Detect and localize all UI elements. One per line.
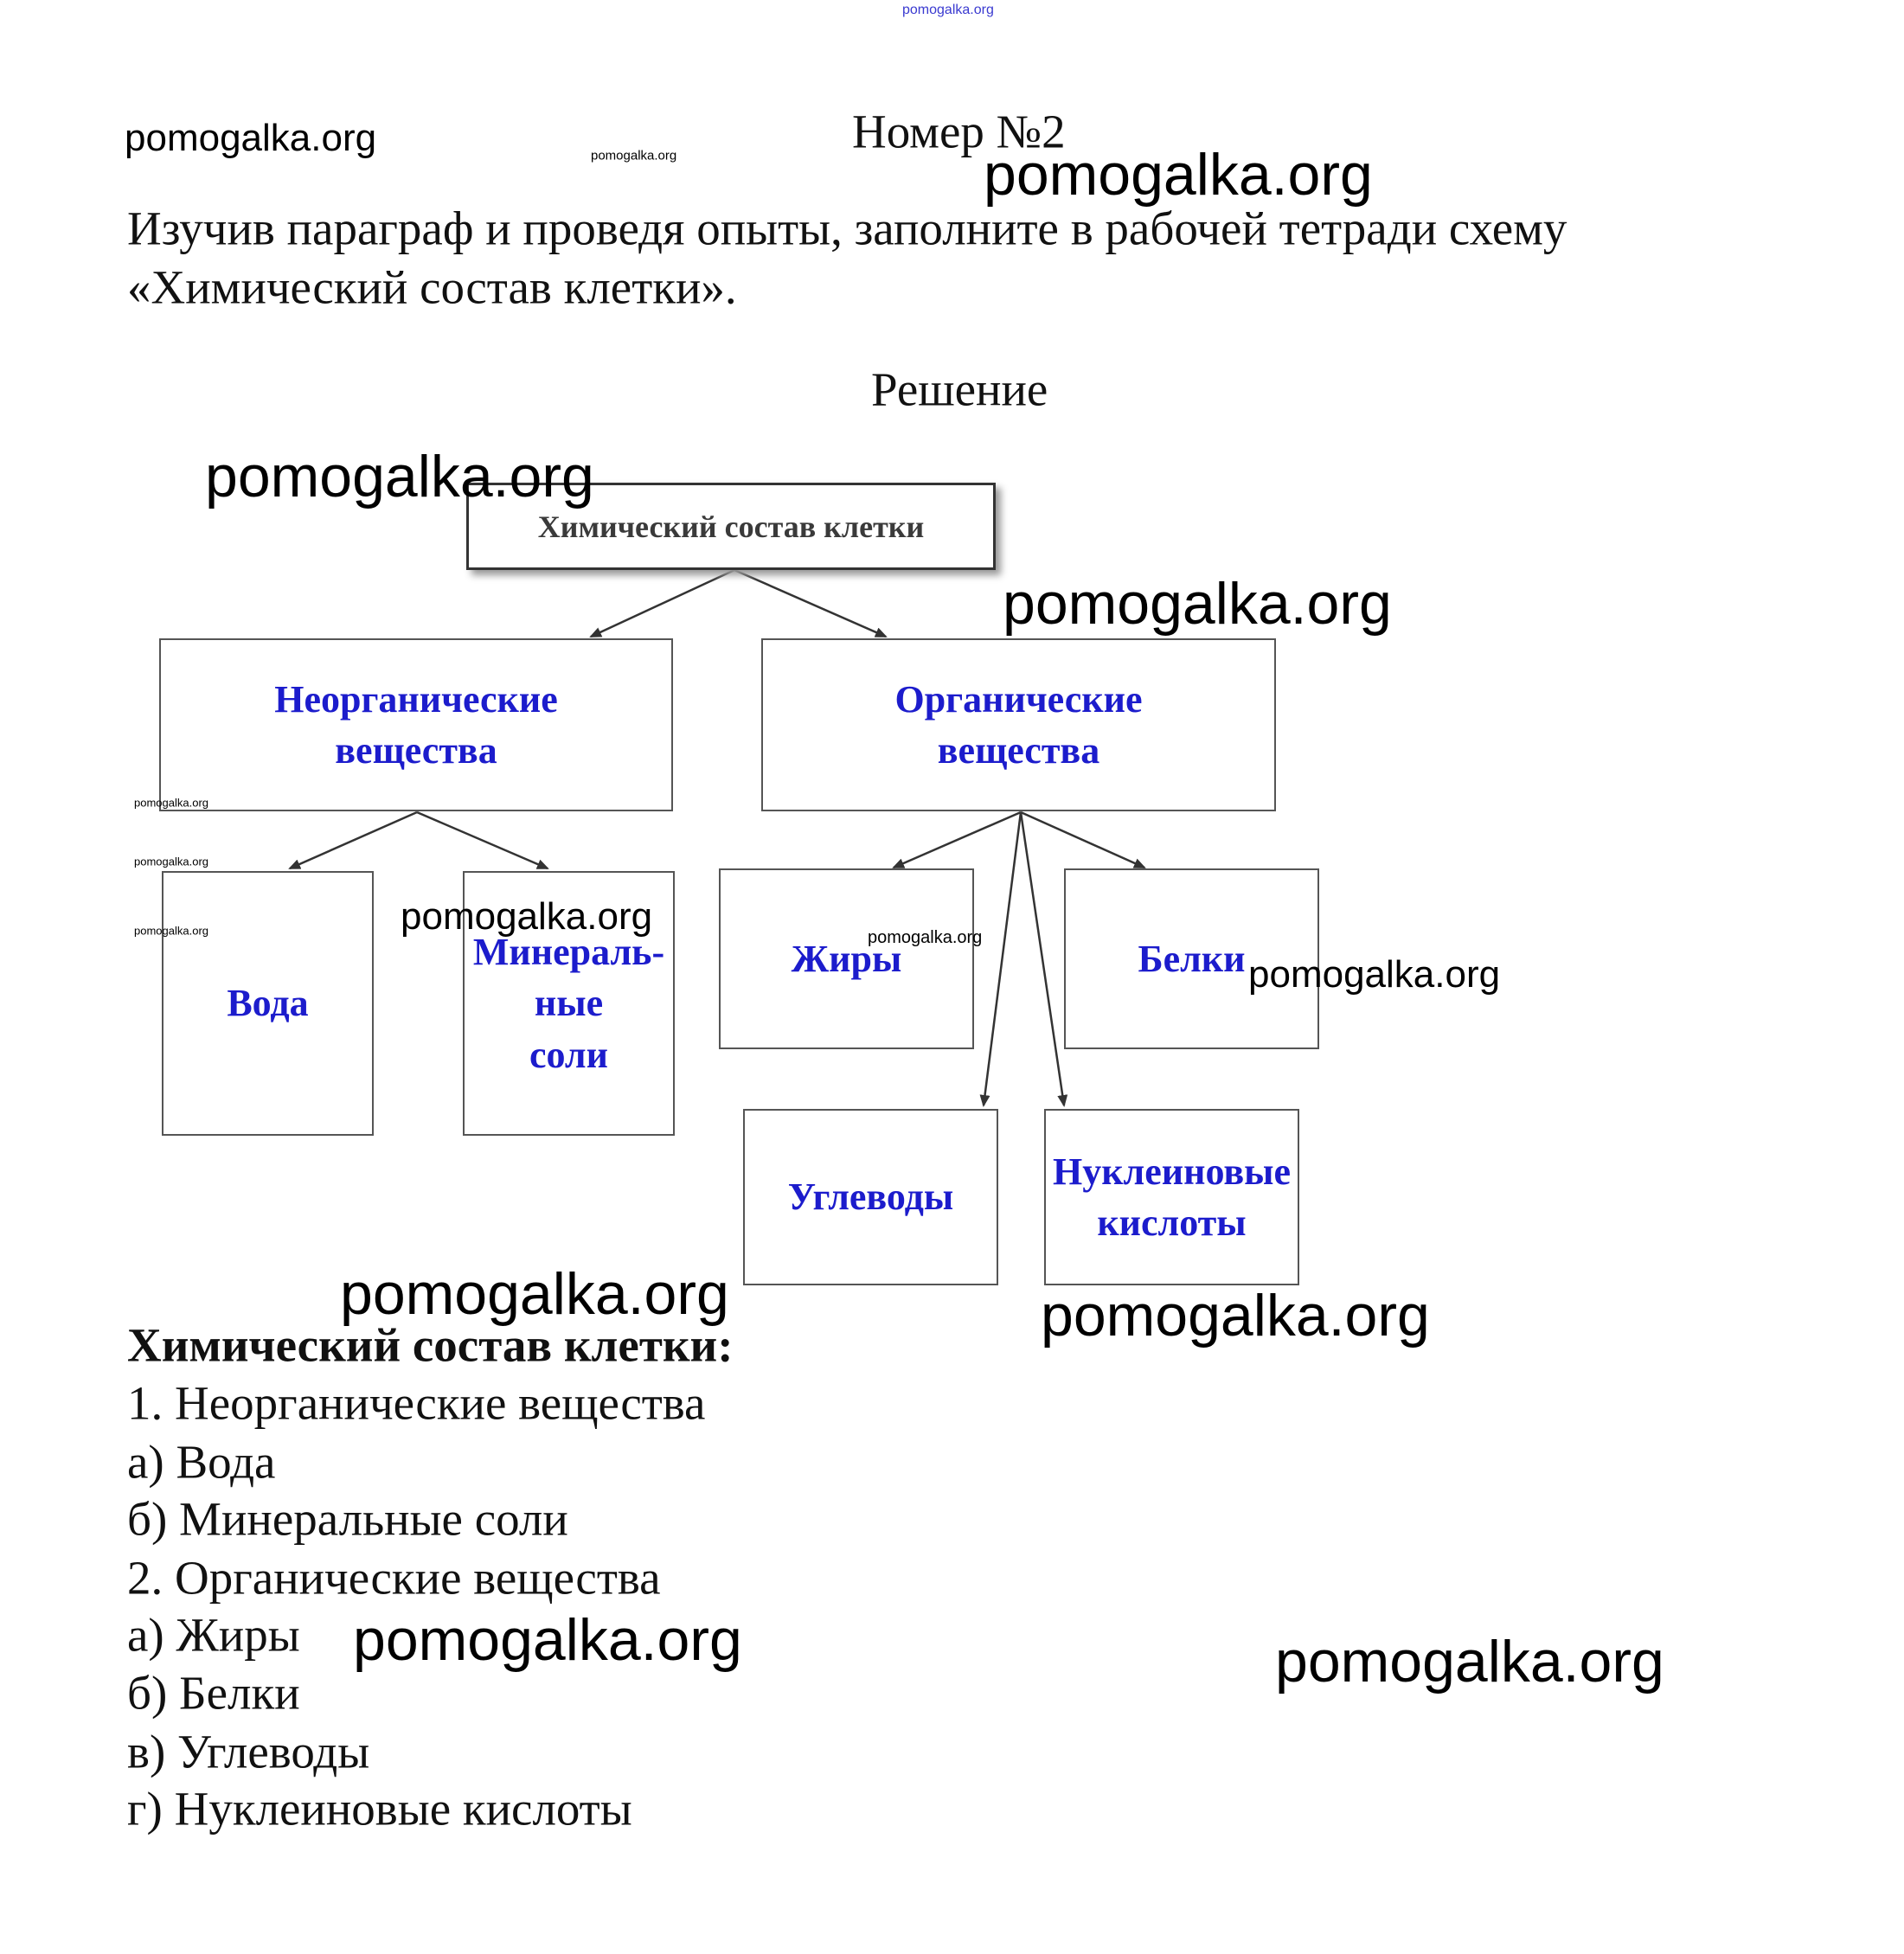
proteins-box: Белки	[1064, 868, 1319, 1049]
watermark: pomogalka.org	[868, 928, 983, 947]
answer-line: в) Углеводы	[127, 1725, 370, 1778]
arrow	[734, 568, 888, 638]
watermark: pomogalka.org	[401, 895, 653, 938]
watermark: pomogalka.org	[902, 3, 994, 17]
watermark: pomogalka.org	[1003, 571, 1392, 637]
organic-box: Органические вещества	[761, 638, 1276, 811]
diagram-root-box: Химический состав клетки	[466, 483, 996, 570]
watermark: pomogalka.org	[1041, 1283, 1430, 1349]
arrow	[979, 811, 1023, 1107]
inorganic-label-2: вещества	[335, 729, 497, 772]
fats-label: Жиры	[791, 937, 902, 980]
salts-label-2: ные	[534, 982, 604, 1025]
answer-line: а) Жиры	[127, 1608, 300, 1662]
arrow	[288, 810, 418, 870]
watermark: pomogalka.org	[591, 148, 677, 163]
watermark: pomogalka.org	[1248, 953, 1501, 996]
solution-heading: Решение	[871, 362, 1048, 416]
problem-number: Номер №2	[852, 105, 1066, 158]
answer-heading: Химический состав клетки:	[127, 1318, 734, 1372]
watermark: pomogalka.org	[134, 924, 208, 938]
watermark: pomogalka.org	[984, 142, 1373, 208]
arrow	[1019, 811, 1068, 1107]
nucleic-label-1: Нуклеиновые	[1052, 1150, 1292, 1193]
answer-line: г) Нуклеиновые кислоты	[127, 1782, 632, 1835]
task-text-line2: «Химический состав клетки».	[127, 260, 737, 314]
arrow	[589, 568, 735, 638]
watermark: pomogalka.org	[1275, 1629, 1664, 1695]
salts-label-3: соли	[529, 1033, 608, 1076]
nucleic-label-2: кислоты	[1097, 1201, 1247, 1244]
answer-line: б) Белки	[127, 1666, 300, 1720]
water-label: Вода	[227, 982, 309, 1025]
organic-label-2: вещества	[937, 729, 1100, 772]
salts-box: Минераль-ные соли	[463, 871, 675, 1136]
fats-box: Жиры	[719, 868, 974, 1049]
watermark: pomogalka.org	[134, 855, 208, 868]
organic-label-1: Органические	[894, 677, 1143, 721]
watermark: pomogalka.org	[125, 117, 377, 159]
water-box: Вода	[162, 871, 374, 1136]
diagram-root-label: Химический состав клетки	[537, 509, 925, 544]
arrow	[416, 810, 549, 870]
watermark: pomogalka.org	[353, 1607, 742, 1673]
answer-line: 1. Неорганические вещества	[127, 1376, 706, 1430]
arrow	[892, 810, 1022, 869]
answer-line: а) Вода	[127, 1435, 276, 1489]
nucleic-box: Нуклеиновые кислоты	[1044, 1109, 1299, 1285]
carbs-box: Углеводы	[743, 1109, 998, 1285]
arrow	[1020, 810, 1146, 869]
watermark: pomogalka.org	[134, 796, 208, 810]
proteins-label: Белки	[1138, 937, 1246, 980]
salts-label-1: Минераль-	[472, 930, 665, 973]
watermark: pomogalka.org	[340, 1261, 729, 1327]
answer-line: б) Минеральные соли	[127, 1492, 568, 1546]
inorganic-box: Неорганические вещества	[159, 638, 673, 811]
inorganic-label-1: Неорганические	[274, 677, 558, 721]
watermark: pomogalka.org	[205, 444, 594, 509]
carbs-label: Углеводы	[787, 1176, 954, 1219]
task-text-line1: Изучив параграф и проведя опыты, заполни…	[127, 202, 1567, 255]
answer-line: 2. Органические вещества	[127, 1551, 661, 1605]
